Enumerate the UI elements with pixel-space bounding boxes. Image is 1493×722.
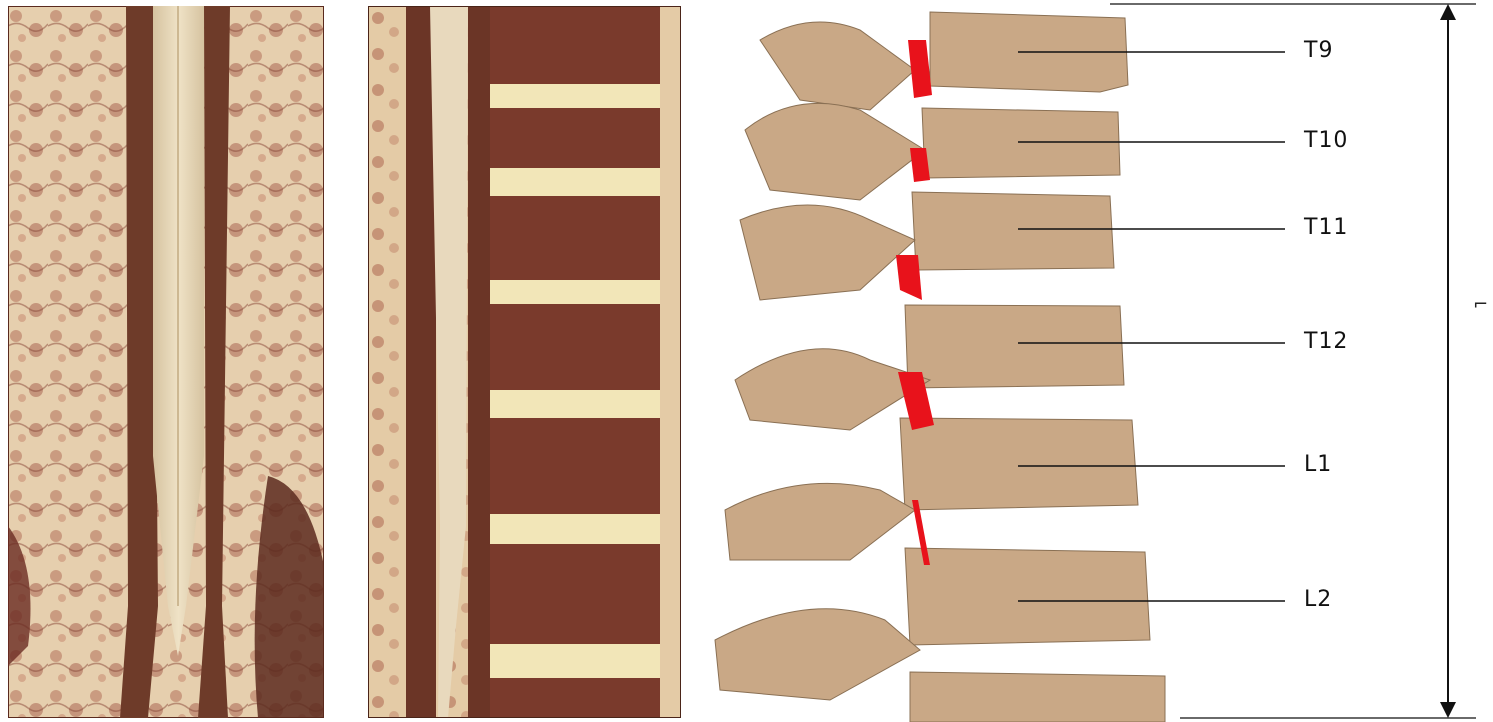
sagittal-section-drawing (368, 6, 681, 718)
length-measurement-arrow (1100, 0, 1493, 722)
sagittal-section-image (368, 6, 681, 718)
coronal-section-image (8, 6, 324, 718)
coronal-section-drawing (8, 6, 324, 718)
vertebral-column (490, 6, 681, 718)
side-mark: ⌐ (1473, 294, 1488, 315)
